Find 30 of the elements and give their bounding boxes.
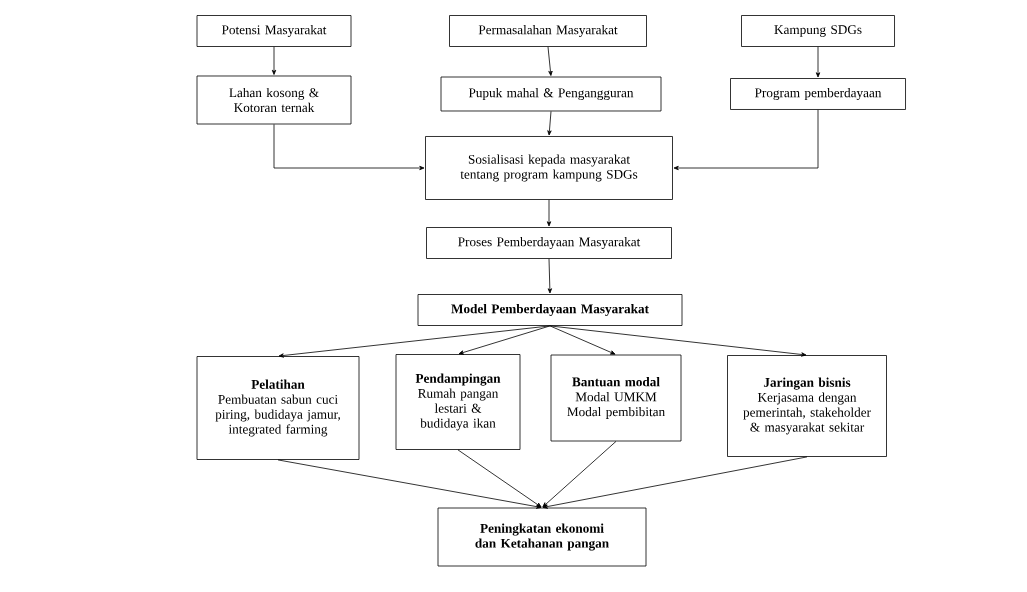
arrow: [547, 111, 552, 136]
arrow: [547, 46, 553, 76]
process-box: Potensi Masyarakat: [196, 15, 352, 47]
arrow: [458, 325, 551, 355]
process-box: Kampung SDGs: [741, 15, 895, 47]
process-box: Model Pemberdayaan Masyarakat: [417, 294, 683, 326]
process-box: Pelatihan Pembuatan sabun cuci piring, budidaya jamur, integrated farming: [196, 356, 360, 460]
arrow: [542, 441, 617, 508]
process-box: Pupuk mahal & Pengangguran: [440, 76, 662, 112]
arrow: [271, 46, 277, 75]
process-box: Proses Pemberdayaan Masyarakat: [426, 227, 672, 259]
arrow: [815, 46, 821, 78]
arrow: [673, 109, 819, 171]
process-box: Program pemberdayaan: [730, 78, 906, 110]
arrow: [277, 459, 542, 509]
arrow: [547, 258, 552, 294]
process-box: Jaringan bisnis Kerjasama dengan pemerintah, stakeholder & masyarakat sekitar: [727, 355, 887, 457]
arrow: [273, 124, 425, 171]
arrow: [542, 456, 808, 509]
process-box: Bantuan modal Modal UMKM Modal pembibitan: [550, 354, 682, 442]
arrow: [549, 325, 807, 357]
process-box: Sosialisasi kepada masyarakat tentang program kampung SDGs: [425, 136, 673, 200]
result-box: Peningkatan ekonomi dan Ketahanan pangan: [437, 507, 647, 567]
arrow: [546, 199, 552, 227]
arrow: [457, 449, 542, 508]
process-box: Pendampingan Rumah pangan lestari & budidaya ikan: [395, 354, 521, 450]
arrow: [278, 325, 551, 358]
process-box: Lahan kosong & Kotoran ternak: [196, 75, 352, 125]
process-box: Permasalahan Masyarakat: [449, 15, 647, 47]
arrow: [549, 325, 616, 355]
